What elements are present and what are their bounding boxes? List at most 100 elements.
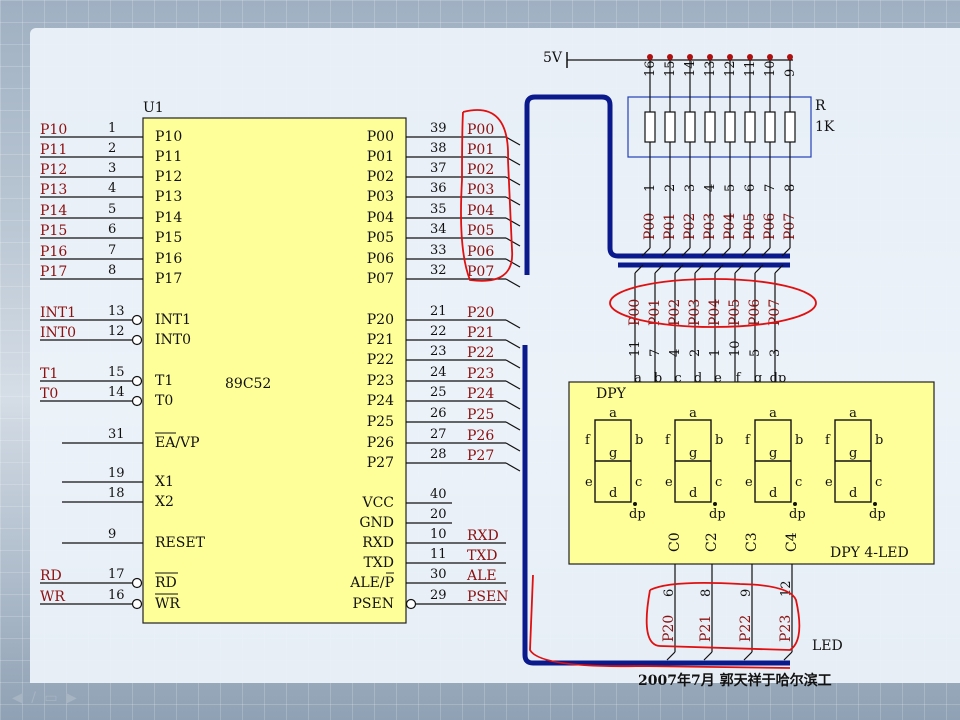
resistor-bottom-pin: 1 [643, 184, 658, 192]
chip-right-pin-number: 26 [430, 406, 447, 421]
display-seg-net: P01 [647, 299, 663, 326]
display-common-net: P20 [661, 615, 677, 642]
resistor-bottom-pin: 4 [703, 184, 718, 192]
display-seg-letter: d [694, 371, 702, 386]
digit-seg-letter: a [769, 406, 777, 421]
player-controls-icon[interactable]: ◀ / ▭ ▶ [12, 690, 79, 706]
chip-right-pin-number: 39 [430, 121, 447, 136]
resistor-top-pin: 10 [763, 60, 778, 77]
chip-left-net-label: P11 [40, 142, 67, 158]
chip-left-pin-number: 7 [108, 243, 116, 258]
chip-left-pin-name: P14 [155, 210, 182, 226]
display-part: DPY 4-LED [830, 545, 909, 561]
chip-right-pin-number: 11 [430, 547, 447, 562]
chip-right-pin-name: VCC [361, 495, 394, 511]
chip-right-pin-number: 29 [430, 588, 447, 603]
chip-right-pin-number: 25 [430, 385, 447, 400]
data-bus-lower [522, 345, 790, 666]
chip-left-pin-number: 17 [108, 567, 125, 582]
chip-right-net-label: P22 [467, 345, 494, 361]
chip-left-pin-name: WR [155, 596, 180, 612]
display-common-net: P21 [698, 615, 714, 642]
chip-left-pin-name: RESET [155, 535, 206, 551]
chip-left-pin-name: P15 [155, 230, 182, 246]
chip-left-pin-number: 13 [108, 304, 125, 319]
digit-dp-dot [713, 502, 717, 506]
digit-seg-letter: d [689, 486, 697, 501]
digit-seg-letter: dp [709, 507, 726, 522]
chip-left-pin-name: P16 [155, 251, 182, 267]
chip-designator: U1 [143, 100, 164, 116]
chip-left-net-label: P13 [40, 182, 67, 198]
junction-dot [667, 54, 673, 60]
resistor-top-pin: 15 [663, 60, 678, 77]
chip-right-pin-number: 33 [430, 243, 447, 258]
display-seg-letter: e [714, 371, 722, 386]
inverter-bubble [131, 577, 143, 589]
display-seg-letter: g [754, 371, 762, 386]
chip-left-pin-number: 6 [108, 222, 116, 237]
resistor-top-pin: 12 [723, 60, 738, 77]
display-common-label: C3 [744, 532, 760, 552]
digit-seg-letter: b [715, 433, 723, 448]
chip-right-net-label: P20 [467, 305, 494, 321]
display-seg-pin: 5 [748, 349, 763, 357]
digit-seg-letter: f [665, 433, 671, 448]
chip-left-pin-number: 8 [108, 263, 116, 278]
digit-seg-letter: g [689, 446, 697, 461]
digit-seg-letter: d [609, 486, 617, 501]
chip-left-pin-number: 31 [108, 427, 125, 442]
inverter-bubble [131, 314, 143, 326]
digit-seg-letter: b [875, 433, 883, 448]
display-seg-letter: a [634, 371, 642, 386]
display-seg-pin: 1 [708, 349, 723, 357]
inverter-bubble [131, 375, 143, 387]
resistor-top-pin: 9 [783, 69, 798, 77]
chip-left-net-label: RD [40, 568, 62, 584]
chip-right-pin-name: P05 [367, 230, 394, 246]
digit-seg-letter: g [609, 446, 617, 461]
digit-seg-letter: e [585, 475, 593, 490]
resistor-element [704, 111, 716, 143]
display-body [568, 381, 935, 565]
chip-right-pin-name: P00 [367, 129, 394, 145]
chip-right-net-label: P26 [467, 428, 494, 444]
digit-seg-letter: b [795, 433, 803, 448]
resistor-element [764, 111, 776, 143]
chip-right-pin-number: 40 [430, 487, 447, 502]
digit-seg-letter: d [849, 486, 857, 501]
display-seg-net: P06 [747, 299, 763, 326]
chip-right-net-label: ALE [466, 568, 497, 584]
chip-left-net-label: P12 [40, 162, 67, 178]
bus-entry [505, 136, 521, 146]
chip-left-net-label: P14 [40, 203, 67, 219]
bus-entry [703, 651, 713, 661]
digit-seg-letter: dp [629, 507, 646, 522]
chip-body [142, 117, 407, 624]
digit-seg-letter: c [635, 475, 642, 490]
chip-right-pin-name: TXD [363, 555, 394, 571]
data-bus-upper [524, 94, 790, 259]
chip-left-pin-name: P13 [155, 189, 182, 205]
annotation-bus-trace [529, 574, 791, 669]
slide-title: LED [812, 638, 843, 654]
inverter-bubble [131, 334, 143, 346]
chip-left-pin-name: EA/VP [155, 435, 200, 451]
chip-left-pin-name: INT1 [155, 312, 191, 328]
digit-seg-letter: a [849, 406, 857, 421]
digit-seg-letter: dp [789, 507, 806, 522]
bus-entry [774, 264, 784, 274]
display-seg-pin: 7 [648, 349, 663, 357]
chip-right-pin-name: RXD [362, 535, 394, 551]
display-common-net: P23 [778, 615, 794, 642]
chip-left-pin-name: T0 [155, 393, 173, 409]
digit-seg-letter: b [635, 433, 643, 448]
chip-left-pin-number: 5 [108, 202, 116, 217]
chip-left-net-label: P15 [40, 223, 67, 239]
bus-entry [754, 264, 764, 274]
chip-left-net-label: P17 [40, 264, 67, 280]
chip-left-net-label: T1 [40, 366, 58, 382]
bus-entry [505, 442, 521, 452]
junction-dot [787, 54, 793, 60]
